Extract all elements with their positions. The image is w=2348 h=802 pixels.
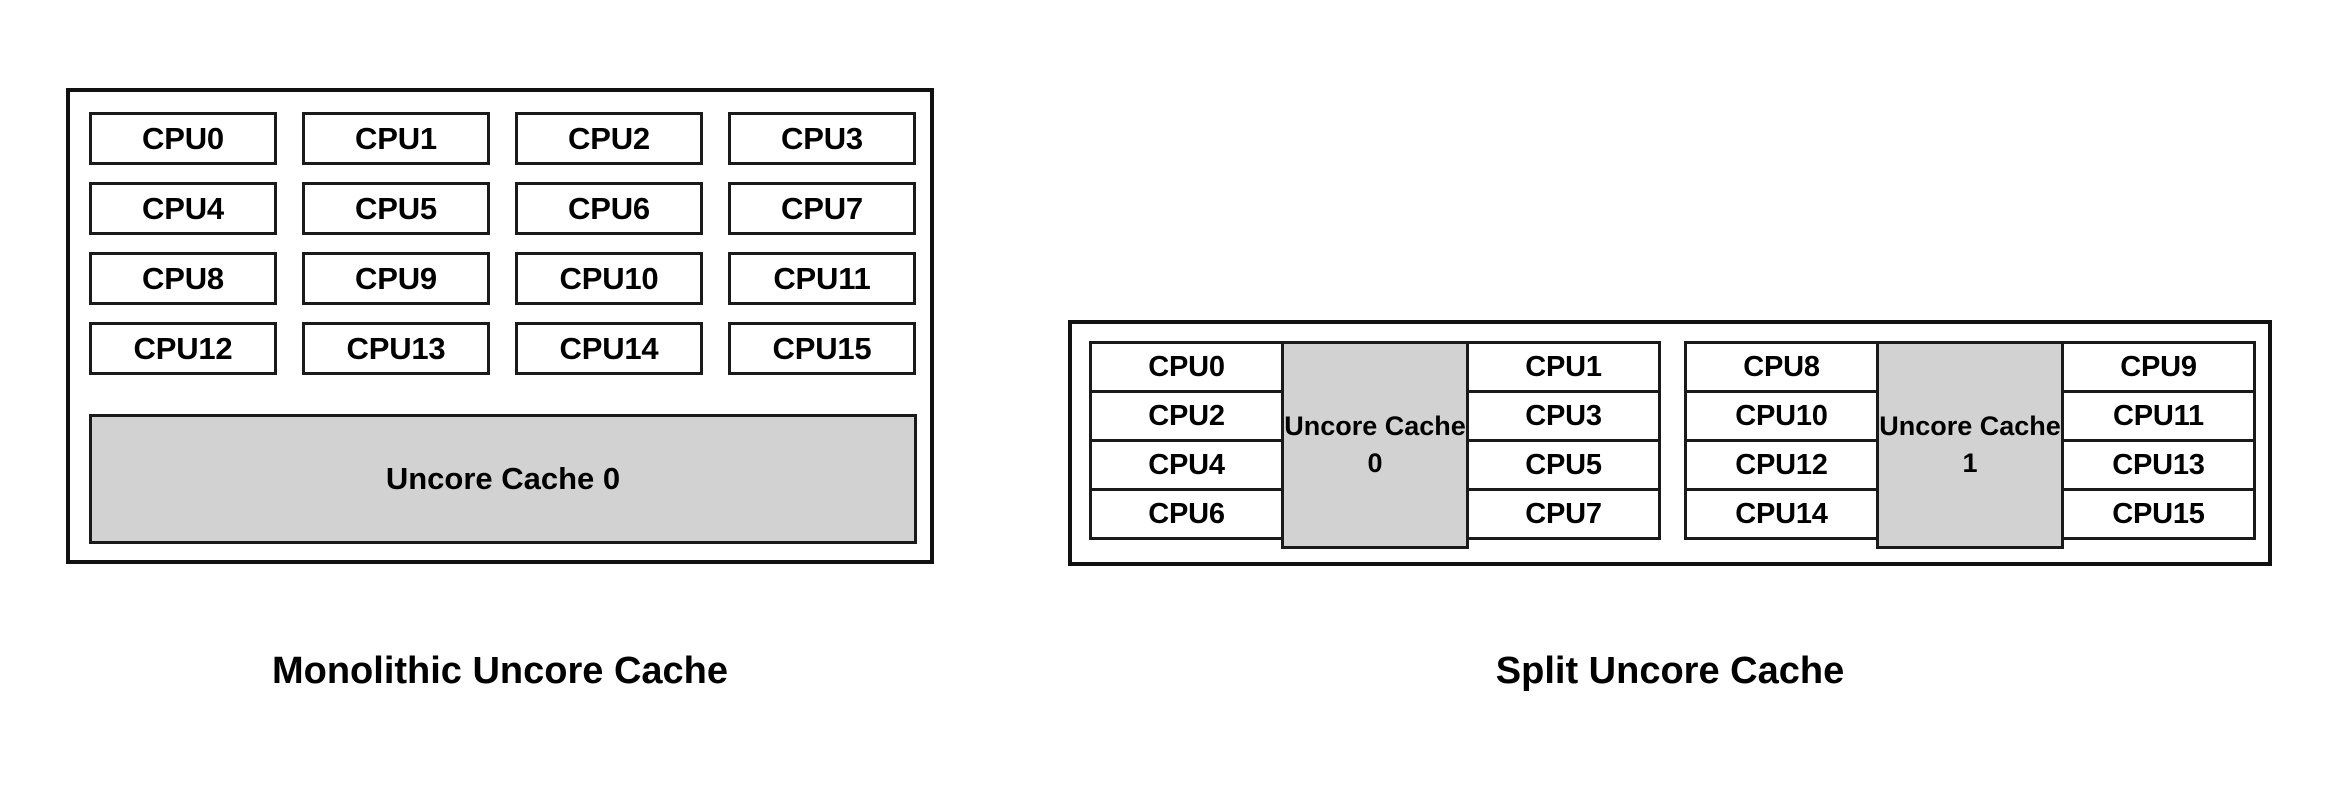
split-cpu-column-left: CPU8 CPU10 CPU12 CPU14: [1684, 341, 1879, 549]
cpu-box: CPU10: [1684, 390, 1879, 442]
cpu-box: CPU14: [515, 322, 703, 375]
monolithic-panel: CPU0 CPU1 CPU2 CPU3 CPU4 CPU5 CPU6 CPU7 …: [66, 88, 934, 564]
cpu-box: CPU13: [2061, 439, 2256, 491]
cpu-box: CPU11: [2061, 390, 2256, 442]
cpu-box: CPU0: [89, 112, 277, 165]
cpu-box: CPU8: [1684, 341, 1879, 393]
uncore-cache-box: Uncore Cache 1: [1876, 341, 2064, 549]
cpu-box: CPU7: [728, 182, 916, 235]
split-caption: Split Uncore Cache: [1495, 650, 1845, 692]
cpu-box: CPU3: [728, 112, 916, 165]
split-panel: CPU0 CPU2 CPU4 CPU6 Uncore Cache 0 CPU1 …: [1068, 320, 2272, 566]
cpu-box: CPU13: [302, 322, 490, 375]
cpu-box: CPU1: [302, 112, 490, 165]
cpu-box: CPU9: [302, 252, 490, 305]
cpu-box: CPU15: [2061, 488, 2256, 540]
split-group: CPU8 CPU10 CPU12 CPU14 Uncore Cache 1 CP…: [1684, 341, 2262, 549]
cpu-box: CPU8: [89, 252, 277, 305]
cpu-box: CPU10: [515, 252, 703, 305]
cpu-box: CPU7: [1466, 488, 1661, 540]
cpu-box: CPU12: [89, 322, 277, 375]
cpu-box: CPU5: [1466, 439, 1661, 491]
monolithic-cpu-grid: CPU0 CPU1 CPU2 CPU3 CPU4 CPU5 CPU6 CPU7 …: [89, 112, 917, 396]
cpu-box: CPU4: [89, 182, 277, 235]
cpu-box: CPU12: [1684, 439, 1879, 491]
cpu-box: CPU2: [1089, 390, 1284, 442]
cpu-box: CPU9: [2061, 341, 2256, 393]
split-group: CPU0 CPU2 CPU4 CPU6 Uncore Cache 0 CPU1 …: [1089, 341, 1667, 549]
split-cpu-column-left: CPU0 CPU2 CPU4 CPU6: [1089, 341, 1284, 549]
cpu-box: CPU0: [1089, 341, 1284, 393]
cpu-box: CPU14: [1684, 488, 1879, 540]
uncore-cache-box: Uncore Cache 0: [1281, 341, 1469, 549]
cpu-box: CPU2: [515, 112, 703, 165]
cpu-box: CPU1: [1466, 341, 1661, 393]
split-cpu-column-right: CPU9 CPU11 CPU13 CPU15: [2061, 341, 2256, 549]
cpu-box: CPU6: [1089, 488, 1284, 540]
monolithic-caption: Monolithic Uncore Cache: [271, 650, 729, 692]
cpu-box: CPU3: [1466, 390, 1661, 442]
cpu-box: CPU15: [728, 322, 916, 375]
split-cpu-column-right: CPU1 CPU3 CPU5 CPU7: [1466, 341, 1661, 549]
cpu-box: CPU11: [728, 252, 916, 305]
cpu-box: CPU4: [1089, 439, 1284, 491]
cpu-box: CPU6: [515, 182, 703, 235]
uncore-cache-box: Uncore Cache 0: [89, 414, 917, 544]
cpu-box: CPU5: [302, 182, 490, 235]
